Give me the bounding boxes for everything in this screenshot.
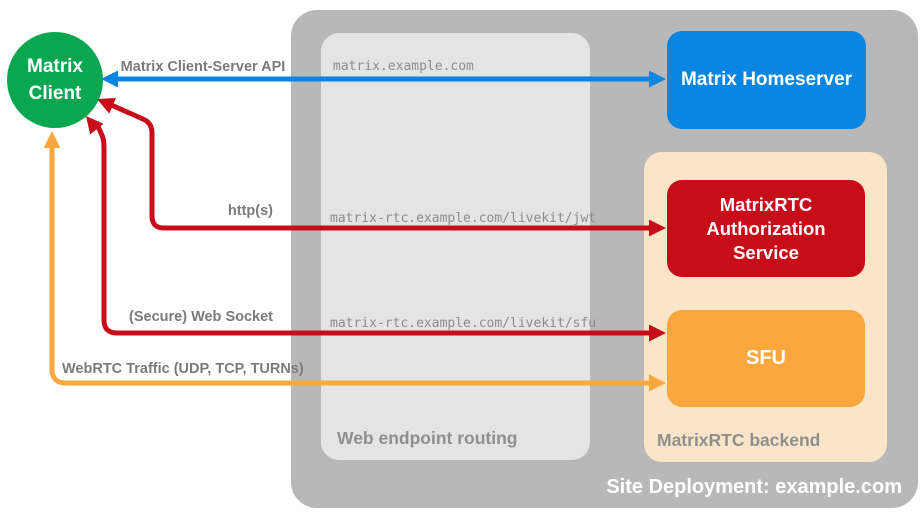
matrix-homeserver-node: Matrix Homeserver <box>667 31 866 129</box>
web-endpoint-routing-panel: Web endpoint routing <box>321 33 590 460</box>
matrixrtc-backend-label: MatrixRTC backend <box>657 430 821 450</box>
endpoint-url-homeserver: matrix.example.com <box>333 59 474 74</box>
matrix-client-node: Matrix Client <box>7 32 103 128</box>
webrtc-arrow-label: WebRTC Traffic (UDP, TCP, TURNs) <box>62 361 304 377</box>
matrixrtc-authorization-service-node: MatrixRTC Authorization Service <box>667 180 865 277</box>
endpoint-url-livekit-sfu: matrix-rtc.example.com/livekit/sfu <box>330 316 597 331</box>
sfu-node: SFU <box>667 310 865 407</box>
web-endpoint-routing-label: Web endpoint routing <box>337 428 518 448</box>
site-deployment-label: Site Deployment: example.com <box>606 476 902 498</box>
https-arrow-label: http(s) <box>227 203 273 219</box>
csapi-arrow-label: Matrix Client-Server API <box>120 59 286 75</box>
websocket-arrow-label: (Secure) Web Socket <box>129 309 273 325</box>
endpoint-url-livekit-jwt: matrix-rtc.example.com/livekit/jwt <box>330 211 597 226</box>
